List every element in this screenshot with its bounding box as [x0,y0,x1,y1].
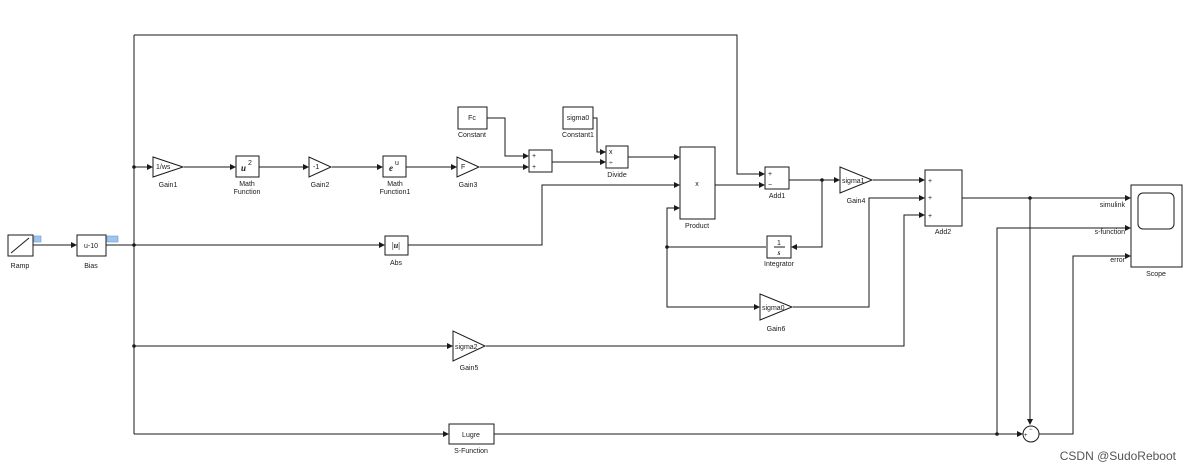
s-function-block[interactable]: Lugre S-Function [448,423,495,455]
math-function-block[interactable]: u 2 Math Function [234,155,261,196]
ramp-label: Ramp [11,263,30,270]
gain3-block[interactable]: F Gain3 [456,156,481,189]
math-function1-label2: Function1 [380,189,411,196]
sum-block[interactable]: + + [528,149,553,173]
abs-block[interactable]: |u| Abs [384,235,409,267]
gain1-text: 1/ws [156,164,171,171]
error-sum-block[interactable]: + − [1022,425,1040,443]
constant1-block[interactable]: sigma0 Constant1 [562,106,594,139]
gain5-text: sigma2 [455,344,478,351]
scope-input-error: error [1110,257,1125,264]
add1-block[interactable]: + − Add1 [764,166,790,200]
divide-block[interactable]: x ÷ Divide [605,145,629,179]
ramp-block[interactable]: Ramp [7,234,42,270]
math-function1-text: e [389,163,393,173]
add2-sign-3: + [928,213,932,220]
constant-block[interactable]: Fc Constant [457,106,488,139]
gain6-block[interactable]: sigma0 Gain6 [759,293,794,333]
scope-label: Scope [1146,271,1166,278]
math-function1-block[interactable]: e u Math Function1 [380,155,411,196]
add2-label: Add2 [935,229,951,236]
gain1-label: Gain1 [159,182,178,189]
add1-sign-2: − [768,182,772,189]
product-text: x [695,181,699,188]
bias-text: u-10 [84,243,98,250]
math-function1-sup: u [395,160,399,167]
gain4-text: sigma1 [842,178,865,185]
constant1-text: sigma0 [567,115,590,122]
s-function-text: Lugre [462,432,480,439]
scope-input-simulink: simulink [1100,202,1126,209]
scope-screen-icon [1137,192,1175,230]
error-sum-sign-1: + [1024,433,1028,439]
port-badge-icon [106,235,119,243]
s-function-label: S-Function [454,448,488,455]
add2-sign-2: + [928,195,932,202]
constant1-label: Constant1 [562,132,594,139]
gain4-label: Gain4 [847,198,866,205]
gain5-label: Gain5 [460,365,479,372]
gain5-block[interactable]: sigma2 Gain5 [452,330,487,372]
integrator-label: Integrator [764,261,795,268]
signal-lines [33,34,1131,437]
constant-text: Fc [468,115,476,122]
scope-input-s-function: s-function [1095,229,1125,236]
math-function-label: Math [239,181,255,188]
gain3-text: F [461,164,465,171]
math-function1-label: Math [387,181,403,188]
gain6-text: sigma0 [762,305,785,312]
gain2-block[interactable]: -1 Gain2 [308,156,333,189]
divide-sign-1: x [609,149,613,156]
scope-block[interactable]: Scope simulink s-function error [1095,184,1183,278]
product-label: Product [685,223,709,230]
gain3-label: Gain3 [459,182,478,189]
gain6-label: Gain6 [767,326,786,333]
sum-sign-1: + [532,153,536,160]
gain2-text: -1 [313,164,319,171]
abs-text: |u| [392,241,400,250]
constant-label: Constant [458,132,486,139]
error-sum-sign-2: − [1029,427,1033,433]
sum-sign-2: + [532,164,536,171]
junction-dots [132,165,1032,436]
add1-sign-1: + [768,171,772,178]
watermark: CSDN @SudoReboot [1060,449,1177,463]
integrator-num: 1 [777,240,781,247]
bias-label: Bias [84,263,98,270]
add2-sign-1: + [928,178,932,185]
divide-sign-2: ÷ [609,160,613,167]
math-function-label2: Function [234,189,261,196]
add1-label: Add1 [769,193,785,200]
abs-label: Abs [390,260,403,267]
gain1-block[interactable]: 1/ws Gain1 [152,156,185,189]
gain2-label: Gain2 [311,182,330,189]
product-block[interactable]: x Product [679,146,716,230]
integrator-den: s [777,249,781,257]
math-function-text: u [241,163,246,173]
divide-label: Divide [607,172,627,179]
add2-block[interactable]: + + + Add2 [924,169,963,236]
gain4-block[interactable]: sigma1 Gain4 [839,166,874,205]
math-function-sup: 2 [248,160,252,167]
port-badge-icon [33,235,42,243]
bias-block[interactable]: u-10 Bias [76,234,119,270]
integrator-block[interactable]: 1 s Integrator [764,235,795,268]
